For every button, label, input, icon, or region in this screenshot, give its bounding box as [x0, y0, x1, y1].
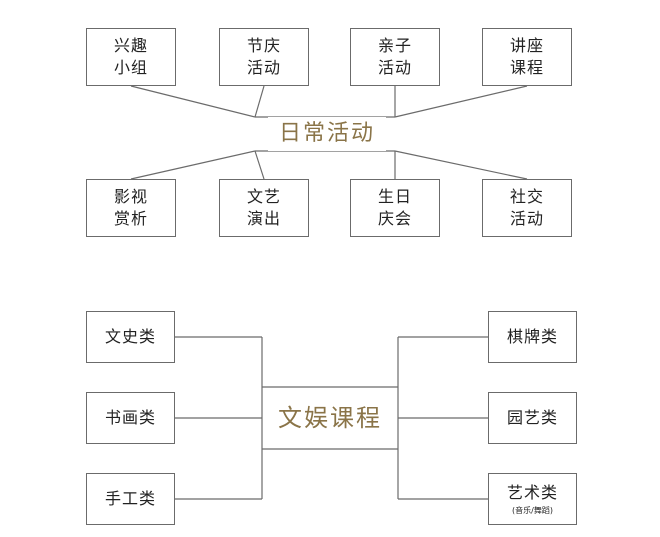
connector-line [394, 85, 528, 118]
node-label-line2: 活动 [246, 58, 281, 77]
node-label-line1: 兴趣 [113, 36, 148, 55]
node-label-line2: 活动 [377, 58, 412, 77]
node-family-activities: 亲子 活动 [350, 28, 440, 86]
node-label: 艺术类 [506, 483, 558, 502]
node-handicraft: 手工类 [86, 473, 175, 525]
node-label-line2: 庆会 [377, 209, 412, 228]
node-birthday-party: 生日 庆会 [350, 179, 440, 237]
node-label-line2: 课程 [509, 58, 544, 77]
node-label-line1: 亲子 [377, 36, 412, 55]
connector-line [130, 85, 256, 118]
node-label-line1: 社交 [509, 187, 544, 206]
node-note: (音乐/舞蹈) [512, 506, 553, 515]
node-label-line1: 影视 [113, 187, 148, 206]
node-label-line1: 节庆 [246, 36, 281, 55]
connector-line [394, 150, 528, 180]
node-label-line2: 小组 [113, 58, 148, 77]
node-label-line2: 赏析 [113, 209, 148, 228]
connector-line [130, 150, 256, 180]
node-label: 园艺类 [506, 408, 558, 427]
node-art-performance: 文艺 演出 [219, 179, 309, 237]
recreation-courses-title: 文娱课程 [264, 397, 396, 439]
node-label-line2: 演出 [246, 209, 281, 228]
node-arts: 艺术类 (音乐/舞蹈) [488, 473, 577, 525]
node-label: 棋牌类 [506, 327, 558, 346]
node-chess-cards: 棋牌类 [488, 311, 577, 363]
node-label: 书画类 [104, 408, 156, 427]
daily-activities-title: 日常活动 [268, 117, 386, 151]
node-label-line2: 活动 [509, 209, 544, 228]
node-lecture-courses: 讲座 课程 [482, 28, 572, 86]
node-social-activities: 社交 活动 [482, 179, 572, 237]
connector-line [254, 150, 265, 180]
node-interest-groups: 兴趣 小组 [86, 28, 176, 86]
node-label-line1: 文艺 [246, 187, 281, 206]
node-label: 文史类 [104, 327, 156, 346]
node-calligraphy-painting: 书画类 [86, 392, 175, 444]
node-label-line1: 讲座 [509, 36, 544, 55]
node-festival-activities: 节庆 活动 [219, 28, 309, 86]
connector-line [254, 85, 265, 118]
node-label-line1: 生日 [377, 187, 412, 206]
node-gardening: 园艺类 [488, 392, 577, 444]
node-label: 手工类 [104, 489, 156, 508]
node-literature-history: 文史类 [86, 311, 175, 363]
node-film-appreciation: 影视 赏析 [86, 179, 176, 237]
